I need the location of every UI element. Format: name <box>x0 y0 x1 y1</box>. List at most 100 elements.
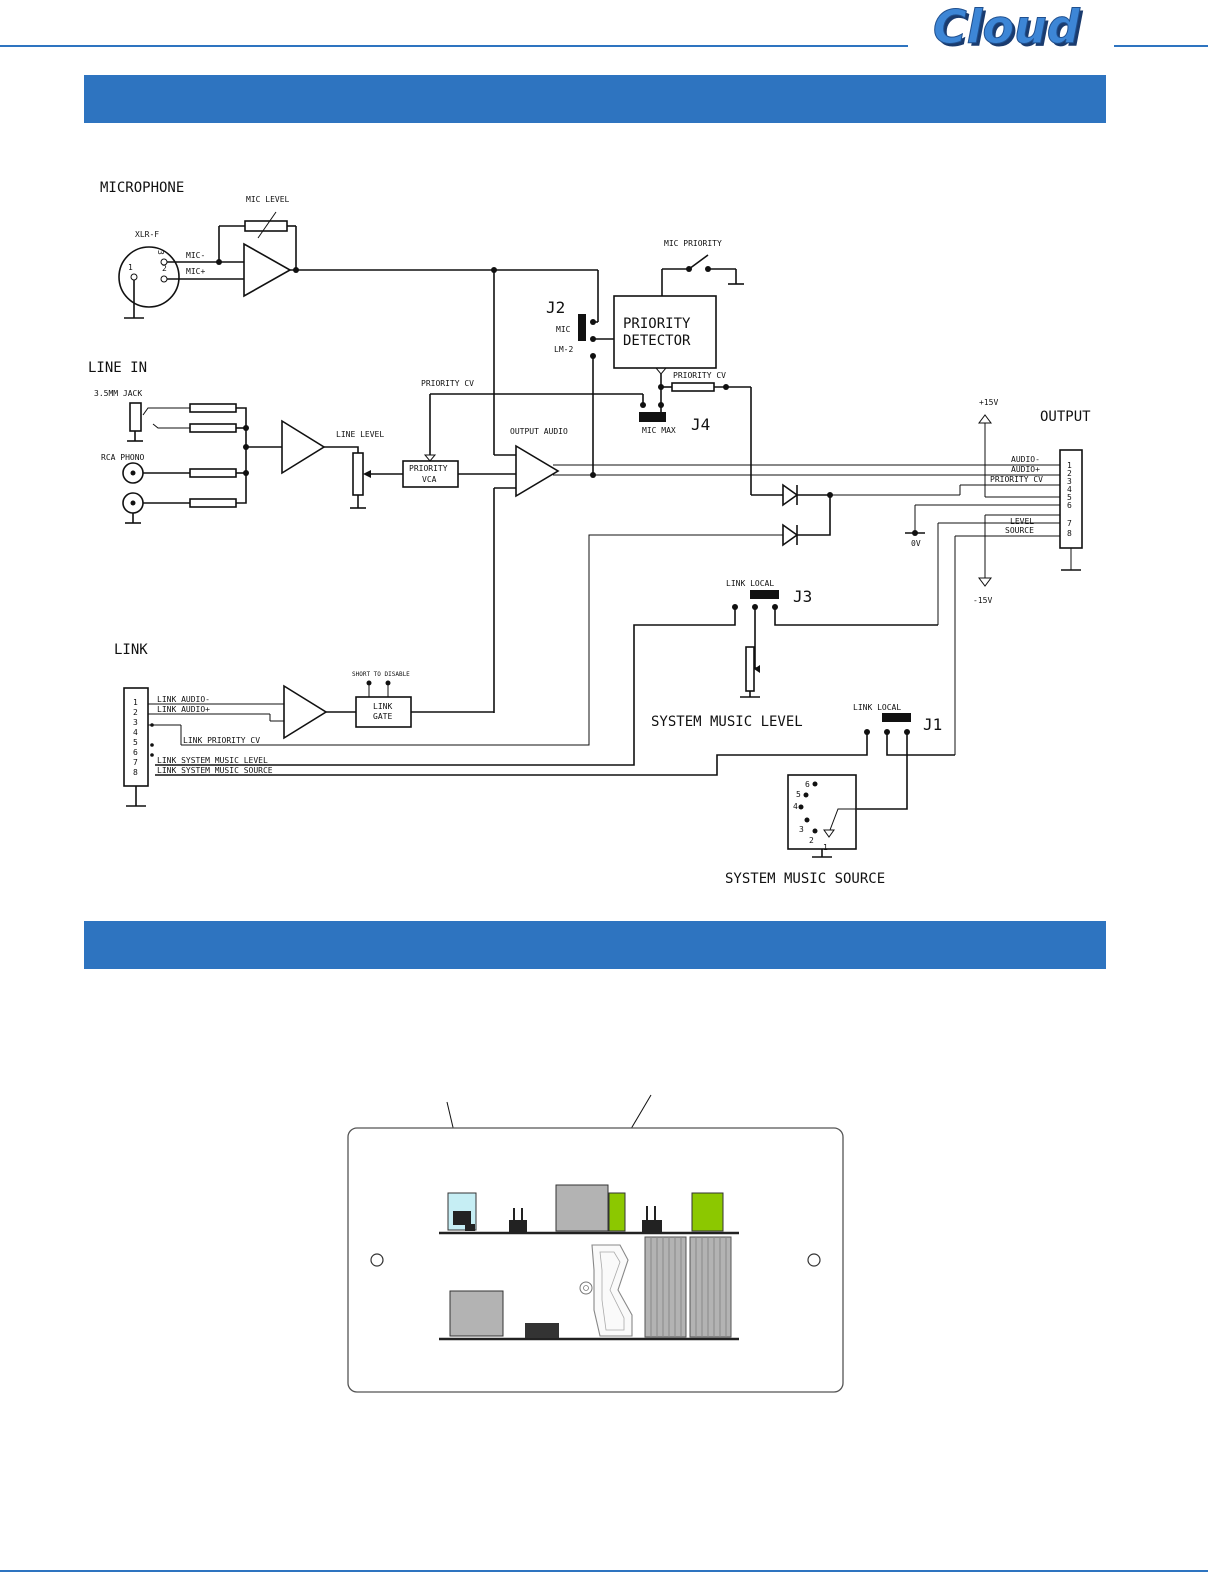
link-sms-label: LINK SYSTEM MUSIC SOURCE <box>157 766 273 775</box>
selector-contact <box>812 781 818 787</box>
rca-label: RCA PHONO <box>101 453 145 462</box>
system-music-level-pot-icon <box>745 646 755 692</box>
xlr-pin2-label: 2 <box>162 264 167 273</box>
junction-dot <box>723 384 729 390</box>
minus15-arrow-icon <box>978 577 992 587</box>
link-pin: 4 <box>133 728 138 737</box>
output-source-label: SOURCE <box>1005 526 1034 535</box>
j4-pin <box>658 402 664 408</box>
priority-vca-line2: VCA <box>422 475 437 484</box>
sms-pin: 2 <box>809 836 814 845</box>
j2-lm2-label: LM-2 <box>554 345 573 354</box>
line-level-pot-icon <box>352 452 364 496</box>
output-amp-triangle-icon <box>515 444 560 498</box>
output-pin: 7 <box>1067 519 1072 528</box>
output-pin: 3 <box>1067 477 1072 486</box>
priority-cv-top-label: PRIORITY CV <box>673 371 726 380</box>
j3-label: J3 <box>793 587 812 606</box>
j1-label: J1 <box>923 715 942 734</box>
green-terminal <box>691 1192 724 1232</box>
j4-mic-max-label: MIC MAX <box>642 426 676 435</box>
j3-link-local-label: LINK LOCAL <box>726 579 774 588</box>
pcb-via-hole <box>583 1285 589 1291</box>
switch-block-left <box>449 1290 504 1337</box>
selector-contact <box>803 792 809 798</box>
plus15-label: +15V <box>979 398 998 407</box>
output-pin: 1 <box>1067 461 1072 470</box>
priority-detector-line2: DETECTOR <box>623 333 691 349</box>
heatsink-left <box>644 1236 687 1338</box>
cloud-logo-shadow: Cloud <box>936 3 1084 53</box>
rca-pin <box>130 500 136 506</box>
rca-pin <box>130 470 136 476</box>
selector-contact <box>812 828 818 834</box>
output-pin: 4 <box>1067 485 1072 494</box>
wire <box>886 732 955 756</box>
wire <box>754 607 759 669</box>
link-pin: 6 <box>133 748 138 757</box>
output-audio-plus-label: AUDIO+ <box>1011 465 1040 474</box>
cloud-logo: Cloud Cloud <box>933 3 1084 53</box>
xlr-pin1-label: 1 <box>128 263 133 272</box>
sms-pin: 1 <box>823 843 828 852</box>
selector-contact <box>798 804 804 810</box>
link-audio-minus-label: LINK AUDIO- <box>157 695 210 704</box>
header-rule-right <box>1114 45 1208 47</box>
wire <box>324 446 359 453</box>
junction-dot <box>243 425 249 431</box>
jumper-block <box>465 1224 475 1231</box>
line-in-resistor-3-icon <box>189 468 237 478</box>
j1-link-local-label: LINK LOCAL <box>853 703 901 712</box>
j1-jumper-icon <box>882 713 911 722</box>
junction-dot <box>590 472 596 478</box>
section-header-bar-2 <box>84 921 1106 969</box>
link-gate-line1: LINK <box>373 702 392 711</box>
diode-1-icon <box>782 483 799 507</box>
link-pin: 8 <box>133 768 138 777</box>
wire <box>857 732 908 810</box>
output-pin: 8 <box>1067 529 1072 538</box>
selector-wiper-icon <box>829 808 857 831</box>
line-level-label: LINE LEVEL <box>336 430 384 439</box>
mounting-hole-right <box>807 1253 821 1267</box>
pin-dot <box>150 753 154 757</box>
output-priority-cv-label: PRIORITY CV <box>990 475 1043 484</box>
pcb-trace-pattern-inner <box>599 1251 625 1331</box>
line-in-resistor-4-icon <box>189 498 237 508</box>
line-in-title: LINE IN <box>88 360 147 376</box>
j2-label: J2 <box>546 298 565 317</box>
jumper-header <box>509 1220 527 1232</box>
jumper-header <box>642 1220 662 1232</box>
j4-jumper-icon <box>639 412 666 422</box>
link-audio-plus-label: LINK AUDIO+ <box>157 705 210 714</box>
priority-cv-resistor-icon <box>671 382 715 392</box>
link-priority-cv-label: LINK PRIORITY CV <box>183 736 260 745</box>
priority-cv-label: PRIORITY CV <box>421 379 474 388</box>
jack-tip-wire <box>142 407 190 416</box>
mic-plus-label: MIC+ <box>186 267 205 276</box>
link-amp-triangle-icon <box>283 684 328 740</box>
junction-dot <box>216 259 222 265</box>
jumper-header <box>453 1211 471 1225</box>
junction-dot <box>243 470 249 476</box>
output-title: OUTPUT <box>1040 409 1091 425</box>
link-pin: 3 <box>133 718 138 727</box>
priority-vca-line1: PRIORITY <box>409 464 448 473</box>
j2-mic-label: MIC <box>556 325 571 334</box>
system-music-source-switch-box <box>787 774 857 850</box>
footer-rule <box>0 1570 1208 1572</box>
wire <box>368 683 389 698</box>
xlr-connector-icon <box>118 246 180 308</box>
sms-pin: 4 <box>793 802 798 811</box>
line-amp-triangle-icon <box>281 419 326 475</box>
short-to-disable-label: SHORT TO DISABLE <box>352 671 410 678</box>
diode-2-icon <box>782 523 799 547</box>
system-music-level-label: SYSTEM MUSIC LEVEL <box>651 714 803 730</box>
link-sml-wire <box>155 607 736 766</box>
xlr-label: XLR-F <box>135 230 159 239</box>
header-rule-left <box>0 45 908 47</box>
wire <box>797 495 831 536</box>
output-pin: 5 <box>1067 493 1072 502</box>
section-header-bar-1 <box>84 75 1106 123</box>
jack-connector-icon <box>129 402 142 432</box>
